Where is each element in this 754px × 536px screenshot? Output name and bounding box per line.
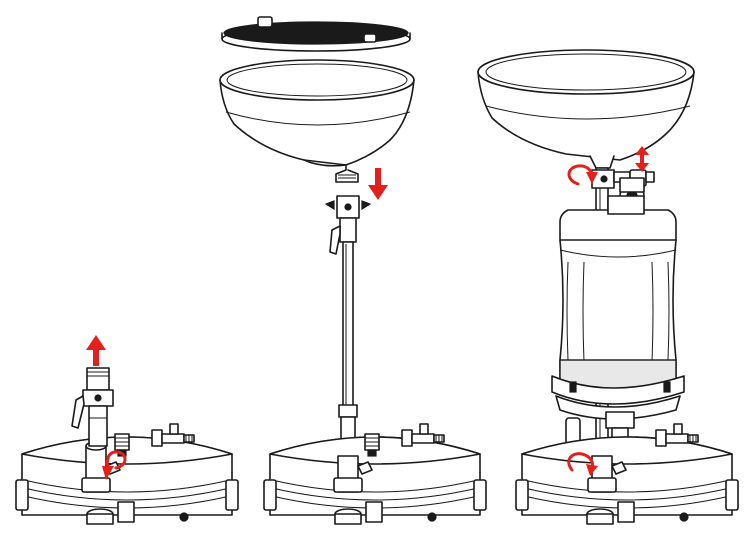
ball-valve-assembly (71, 367, 114, 447)
pipe-clamp (587, 455, 627, 493)
rotate-arrow-icon (102, 450, 127, 480)
arrow-up-icon (86, 335, 106, 366)
step-1-remove-valve (15, 335, 239, 525)
step-3-attach-tank (477, 49, 739, 525)
funnel-bowl (477, 49, 695, 169)
pipe-clamp (333, 455, 373, 493)
funnel-lid (221, 16, 411, 52)
side-valve (151, 423, 195, 447)
side-valve (655, 423, 699, 447)
drain-tube (324, 195, 372, 460)
side-valve (401, 423, 445, 447)
rotate-arrow-icon (567, 452, 598, 476)
funnel-bowl (219, 59, 415, 183)
collection-tank (551, 195, 685, 420)
arrow-down-icon (368, 168, 388, 200)
double-arrow-icon (635, 146, 649, 172)
drum-base (515, 436, 739, 525)
step-2-attach-funnel (219, 16, 487, 525)
rotate-arrow-icon (567, 164, 598, 186)
